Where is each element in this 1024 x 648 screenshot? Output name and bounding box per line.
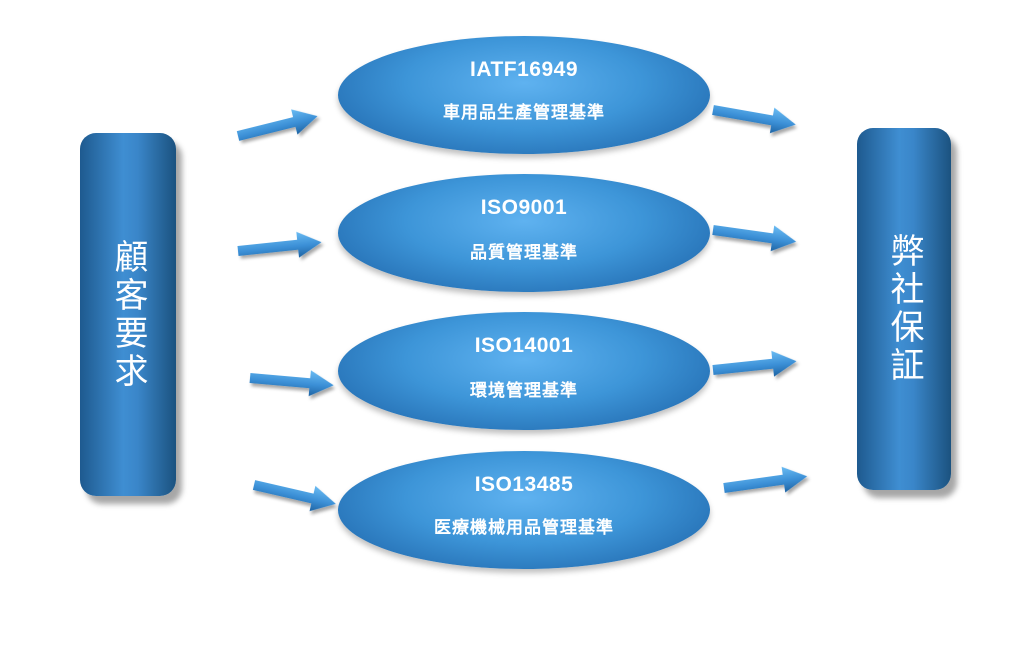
- standard-description: 車用品生產管理基準: [443, 103, 605, 123]
- standard-code: IATF16949: [470, 58, 578, 81]
- standard-description: 品質管理基準: [470, 243, 578, 263]
- arrow-out-1: [712, 105, 796, 134]
- standard-node-iatf16949: IATF16949 車用品生產管理基準: [338, 36, 710, 154]
- company-assurance-box: 弊社保証: [857, 128, 951, 490]
- customer-requirements-label: 顧客要求: [108, 238, 148, 391]
- arrow-in-3: [249, 370, 334, 397]
- standard-node-iso14001: ISO14001 環境管理基準: [338, 312, 710, 430]
- arrow-in-4: [252, 480, 336, 512]
- customer-requirements-box: 顧客要求: [80, 133, 176, 496]
- standard-code: ISO9001: [480, 196, 568, 219]
- standard-code: ISO14001: [474, 334, 574, 357]
- arrow-in-2: [237, 231, 322, 258]
- arrow-out-2: [712, 225, 797, 252]
- arrow-out-3: [712, 350, 797, 377]
- standard-description: 医療機械用品管理基準: [434, 518, 614, 538]
- standard-description: 環境管理基準: [470, 381, 578, 401]
- company-assurance-label: 弊社保証: [884, 233, 924, 385]
- arrow-in-1: [236, 109, 318, 141]
- standard-code: ISO13485: [474, 473, 574, 496]
- standard-node-iso13485: ISO13485 医療機械用品管理基準: [338, 451, 710, 569]
- arrow-out-4: [723, 466, 808, 493]
- standard-node-iso9001: ISO9001 品質管理基準: [338, 174, 710, 292]
